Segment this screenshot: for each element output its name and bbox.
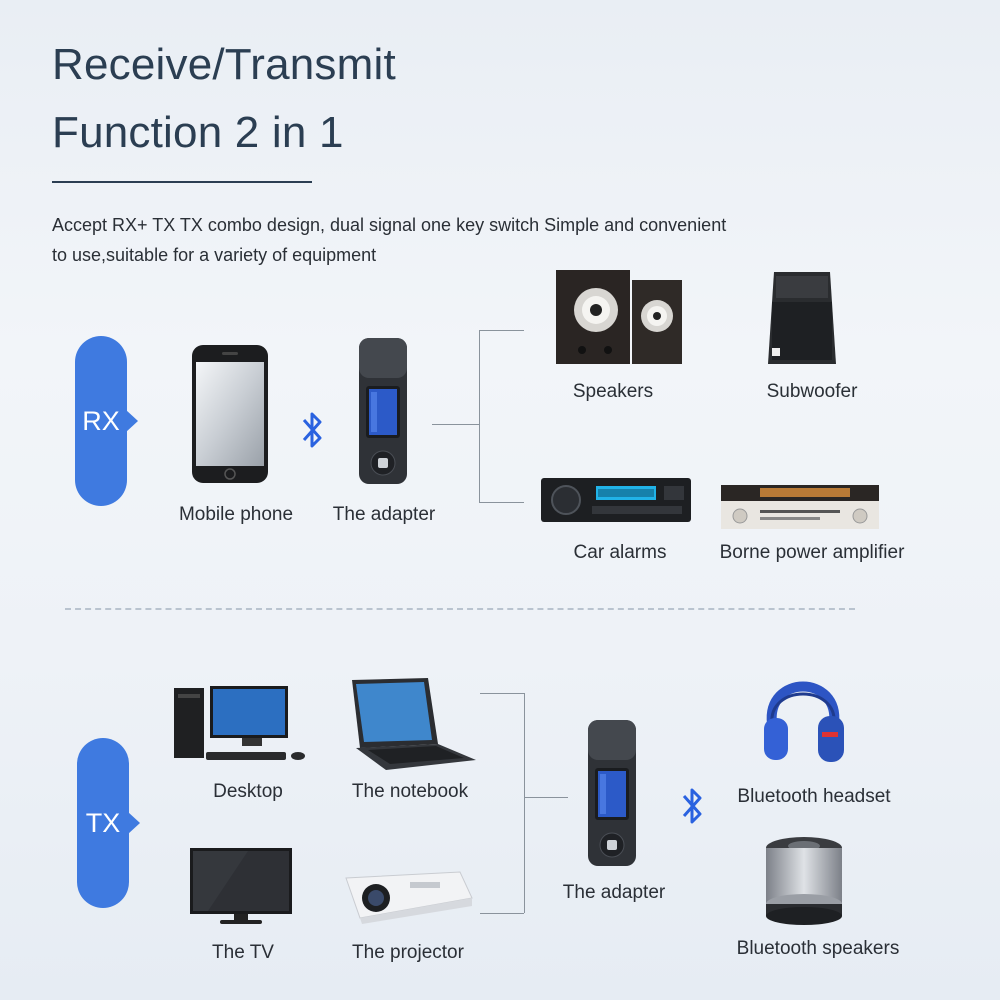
tx-connector-vertical — [524, 693, 525, 913]
rx-badge-arrow — [126, 410, 138, 432]
rx-source-label: Mobile phone — [178, 504, 294, 525]
rx-output-label-car: Car alarms — [573, 542, 667, 563]
bluetooth-icon — [298, 406, 328, 462]
title-line-2: Function 2 in 1 — [52, 108, 344, 157]
tx-connector-top — [480, 693, 524, 694]
rx-badge-label: RX — [82, 406, 120, 436]
rx-output-label-subwoofer: Subwoofer — [766, 381, 858, 402]
rx-output-label-speakers: Speakers — [572, 381, 654, 402]
rx-output-label-amplifier: Borne power amplifier — [719, 542, 905, 563]
rx-adapter-label: The adapter — [332, 504, 436, 525]
headset-icon — [764, 681, 844, 762]
tx-output-label-headset: Bluetooth headset — [737, 786, 891, 807]
rx-badge — [75, 336, 127, 506]
tx-source-label-tv: The TV — [212, 942, 274, 963]
subwoofer-icon — [768, 272, 836, 364]
tv-icon — [190, 848, 292, 924]
adapter-icon — [588, 720, 636, 866]
tx-source-label-desktop: Desktop — [213, 781, 283, 802]
tx-badge-arrow — [128, 812, 140, 834]
bluetooth-icon — [678, 782, 708, 838]
speakers-icon — [556, 270, 682, 364]
projector-icon — [345, 871, 473, 924]
rx-connector — [432, 424, 479, 425]
car-stereo-icon — [541, 478, 691, 522]
tx-badge — [77, 738, 129, 908]
tx-output-label-speaker: Bluetooth speakers — [736, 938, 900, 959]
phone-icon — [192, 345, 268, 483]
desktop-icon — [174, 686, 305, 760]
rx-connector-top — [479, 330, 524, 331]
tx-adapter-label: The adapter — [562, 882, 666, 903]
tx-connector — [524, 797, 568, 798]
tx-badge-label: TX — [85, 808, 121, 838]
description: Accept RX+ TX TX combo design, dual sign… — [52, 210, 832, 270]
bluetooth-speaker-icon — [766, 837, 842, 925]
rx-connector-vertical — [479, 330, 480, 502]
amplifier-icon — [721, 485, 879, 529]
title-underline — [52, 181, 312, 183]
tx-connector-bottom — [480, 913, 524, 914]
notebook-icon — [352, 678, 476, 770]
title-line-1: Receive/Transmit — [52, 40, 396, 89]
tx-source-label-projector: The projector — [352, 942, 464, 963]
rx-connector-bottom — [479, 502, 524, 503]
section-divider — [65, 608, 855, 610]
adapter-icon — [359, 338, 407, 484]
description-line-1: Accept RX+ TX TX combo design, dual sign… — [52, 215, 727, 235]
description-line-2: to use,suitable for a variety of equipme… — [52, 245, 377, 265]
tx-source-label-notebook: The notebook — [351, 781, 469, 802]
